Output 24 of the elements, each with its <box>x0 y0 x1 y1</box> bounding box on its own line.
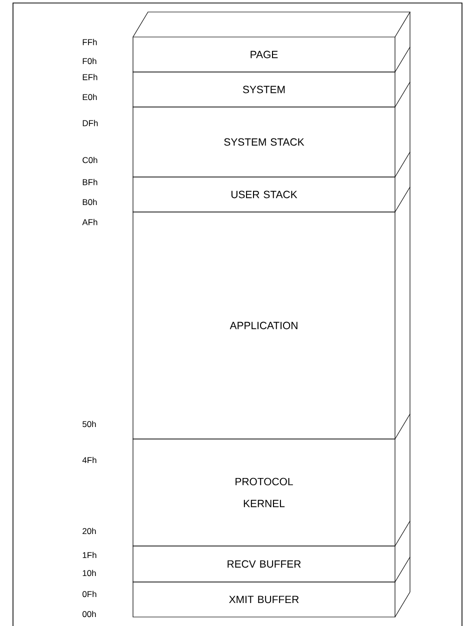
address-label: C0h <box>82 156 98 164</box>
address-label: AFh <box>82 218 98 226</box>
address-label: 00h <box>82 610 96 618</box>
memory-region-box: SYSTEM STACK <box>132 106 396 178</box>
address-label: BFh <box>82 178 98 186</box>
address-label: 4Fh <box>82 456 96 464</box>
address-label: DFh <box>82 120 98 126</box>
address-label: 20h <box>82 528 96 534</box>
memory-region-box: SYSTEM <box>132 72 396 108</box>
memory-region-box: APPLICATION <box>132 212 396 440</box>
address-label: 1Fh <box>82 552 96 558</box>
address-label: 10h <box>82 570 96 576</box>
memory-region-box: PAGE <box>132 36 396 72</box>
address-label: B0h <box>82 198 97 206</box>
address-label: EFh <box>82 74 98 80</box>
memory-region-box: RECV BUFFER <box>132 546 396 582</box>
address-label: E0h <box>82 94 97 100</box>
memory-region-box: USER STACK <box>132 176 396 212</box>
memory-region-box: PROTOCOL KERNEL <box>132 438 396 546</box>
address-label: 0Fh <box>82 590 96 598</box>
address-label: F0h <box>82 58 96 64</box>
memory-region-box: XMIT BUFFER <box>132 582 396 618</box>
address-label: FFh <box>82 38 97 46</box>
address-label: 50h <box>82 420 96 428</box>
